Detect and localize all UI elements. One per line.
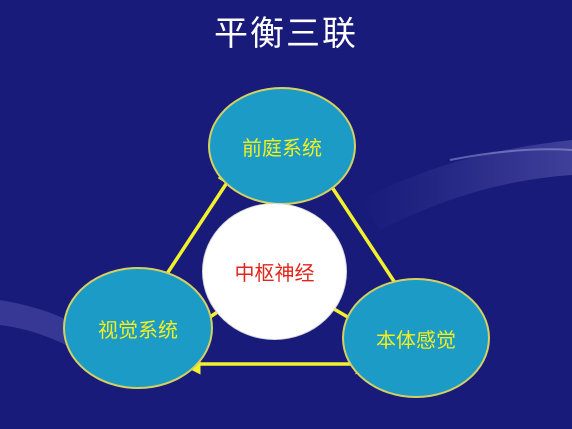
proprioceptive-label: 本体感觉 [376,327,456,352]
central-nervous-node: 中枢神经 [202,203,347,340]
page-title: 平衡三联 [214,14,358,54]
visual-system-node: 视觉系统 [63,267,213,389]
proprioceptive-node: 本体感觉 [342,278,490,398]
arrow-vestibular-proprioceptive [316,163,411,307]
central-nervous-label: 中枢神经 [234,261,315,285]
vestibular-system-node: 前庭系统 [208,87,356,205]
vestibular-system-label: 前庭系统 [242,135,322,160]
visual-system-label: 视觉系统 [98,317,178,342]
